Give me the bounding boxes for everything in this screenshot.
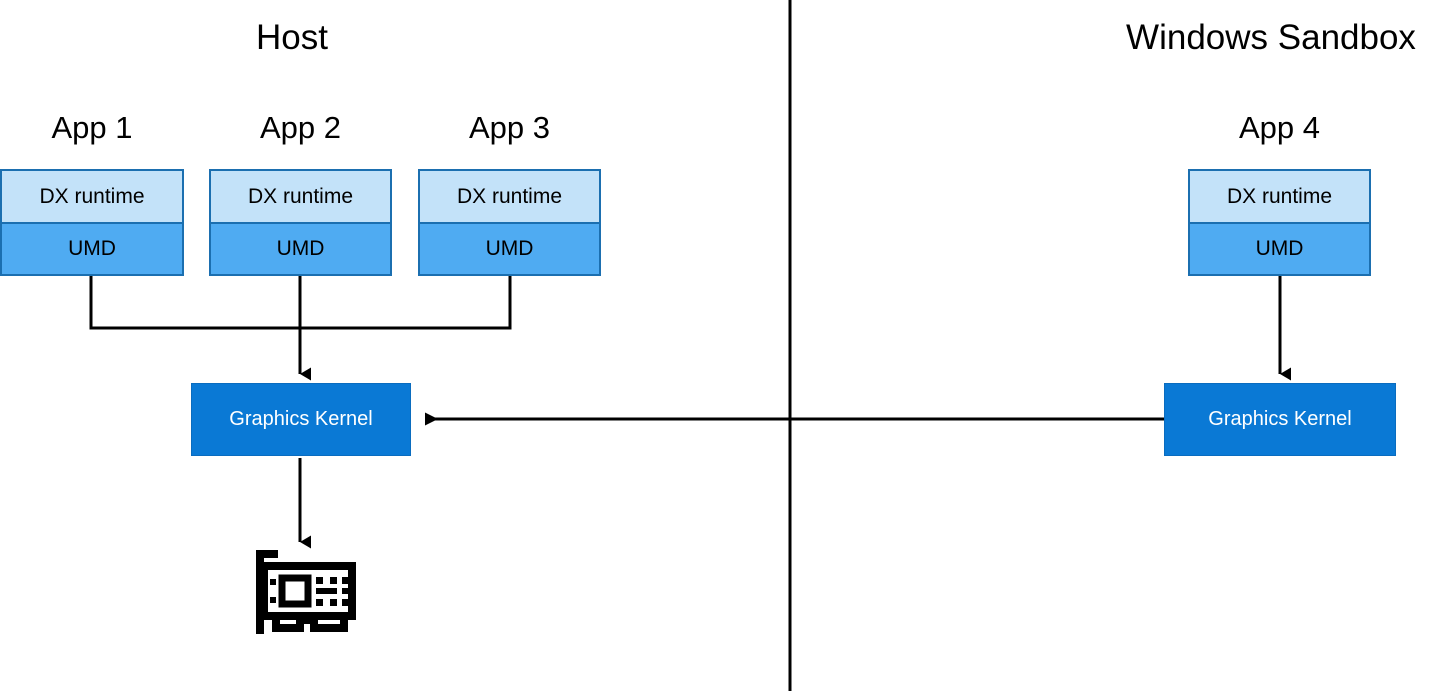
app-stack-app-4[interactable]: DX runtime UMD xyxy=(1188,169,1371,276)
connector-app-1 xyxy=(89,276,300,330)
gpu-card-icon xyxy=(252,546,360,638)
host-graphics-kernel-box[interactable]: Graphics Kernel xyxy=(191,383,411,456)
app-title-app-1: App 1 xyxy=(51,110,133,145)
app-stack-app-3[interactable]: DX runtime UMD xyxy=(418,169,601,276)
app-stack-app-1[interactable]: DX runtime UMD xyxy=(0,169,184,276)
zone-title-windows-sandbox: Windows Sandbox xyxy=(1126,18,1416,57)
sandbox-graphics-kernel-box[interactable]: Graphics Kernel xyxy=(1164,383,1396,456)
zone-title-host: Host xyxy=(256,18,328,57)
umd-cell-app-4[interactable]: UMD xyxy=(1190,224,1369,274)
dx-runtime-cell-app-4[interactable]: DX runtime xyxy=(1190,171,1369,224)
umd-cell-app-2[interactable]: UMD xyxy=(211,224,390,274)
app-stack-app-2[interactable]: DX runtime UMD xyxy=(209,169,392,276)
app-title-app-2: App 2 xyxy=(259,110,341,145)
sandbox-graphics-kernel-label: Graphics Kernel xyxy=(1208,408,1352,430)
dx-runtime-cell-app-1[interactable]: DX runtime xyxy=(2,171,182,224)
dx-runtime-cell-app-2[interactable]: DX runtime xyxy=(211,171,390,224)
umd-cell-app-1[interactable]: UMD xyxy=(2,224,182,274)
app-title-app-4: App 4 xyxy=(1238,110,1320,145)
connector-app-3 xyxy=(300,276,512,330)
host-graphics-kernel-label: Graphics Kernel xyxy=(229,408,373,430)
gpu-card-icon-svg xyxy=(256,550,356,634)
dx-runtime-cell-app-3[interactable]: DX runtime xyxy=(420,171,599,224)
umd-cell-app-3[interactable]: UMD xyxy=(420,224,599,274)
app-title-app-3: App 3 xyxy=(468,110,550,145)
